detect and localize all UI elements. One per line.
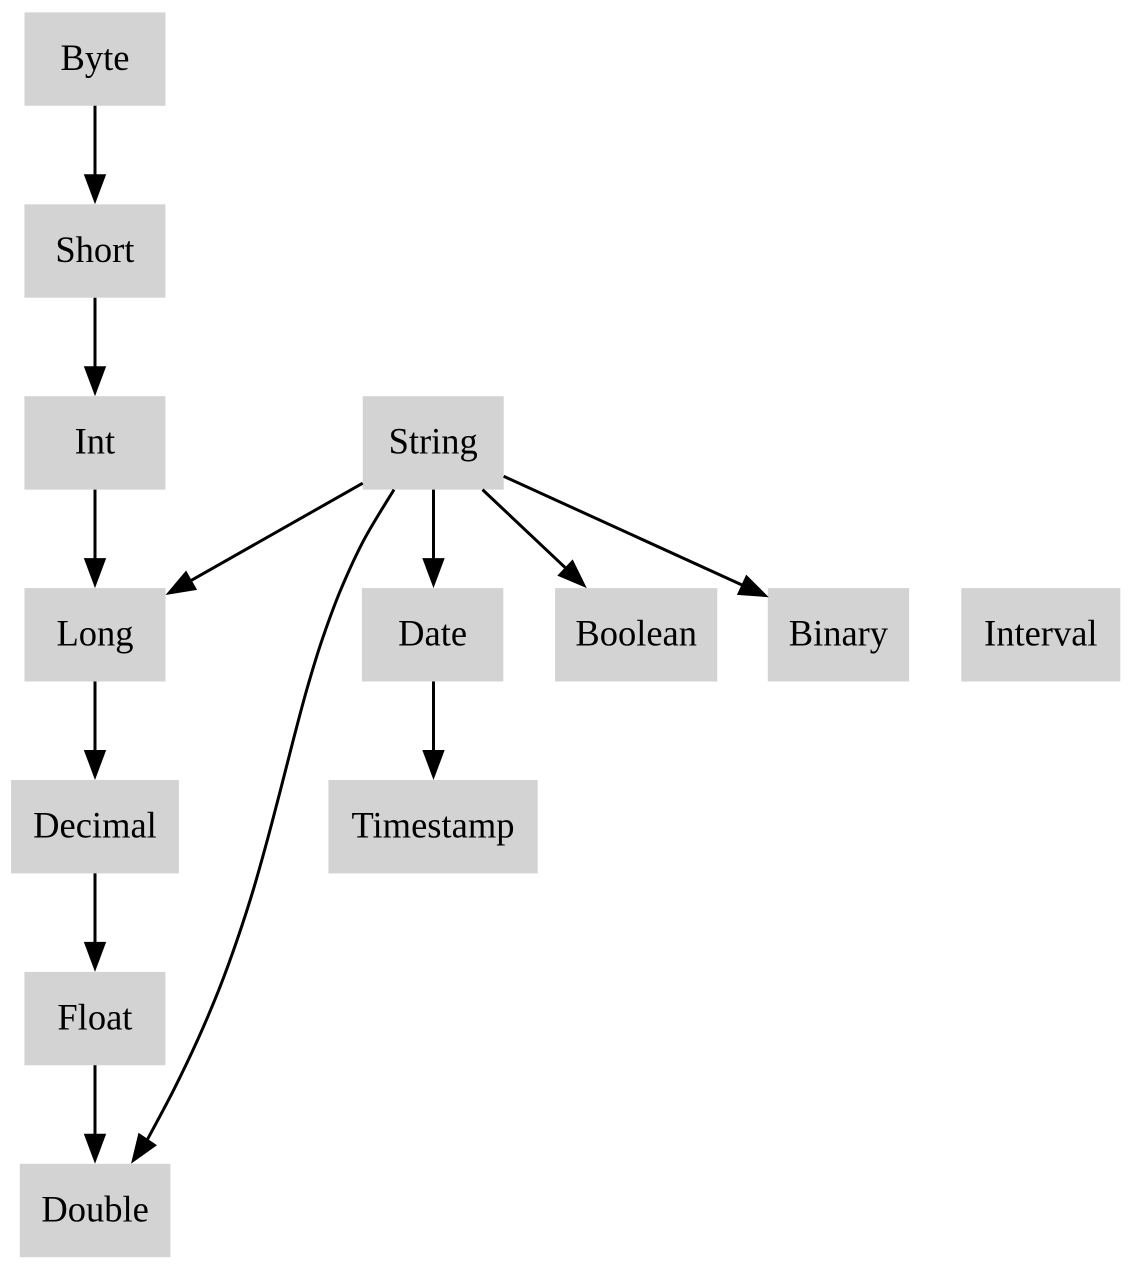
svg-text:Timestamp: Timestamp [352,805,515,846]
svg-text:Float: Float [57,996,132,1037]
svg-text:Int: Int [75,421,116,462]
svg-text:Double: Double [41,1188,148,1229]
svg-text:String: String [389,421,478,462]
svg-text:Decimal: Decimal [33,805,157,846]
svg-text:Boolean: Boolean [575,613,697,654]
svg-text:Short: Short [55,229,134,270]
svg-text:Long: Long [56,613,133,654]
svg-text:Binary: Binary [789,613,889,654]
svg-text:Date: Date [398,613,467,654]
svg-text:Interval: Interval [984,613,1098,654]
svg-text:Byte: Byte [61,37,130,78]
